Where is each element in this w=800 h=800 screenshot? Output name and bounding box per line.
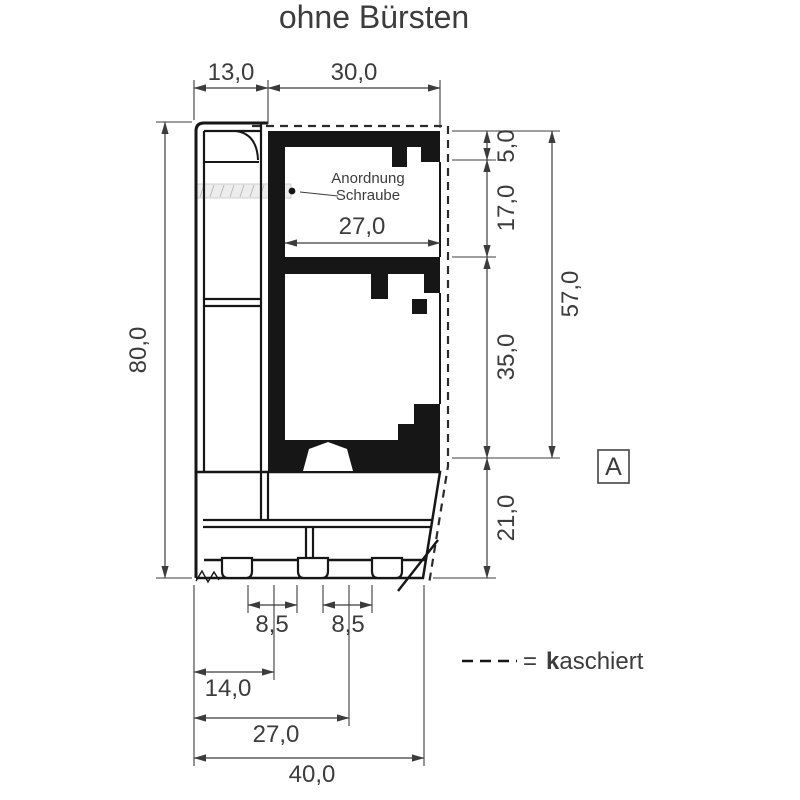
dim-label-21: 21,0 [493,495,520,542]
break-marks [195,539,439,592]
drawing-title: ohne Bürsten [279,0,469,35]
profile-aluminum-black [268,131,441,471]
profile-left-outline [194,121,268,578]
alu-top-bar [285,131,440,167]
section-marker-a: A [597,449,630,484]
annotation-leader-line [299,191,339,197]
left-profile-top-curve [235,130,259,161]
annotation-line-2: Schraube [336,187,400,204]
dim-label-80: 80,0 [125,327,152,374]
dim-label-27-bottom: 27,0 [253,721,300,748]
dim-label-27-inner: 27,0 [339,213,386,240]
dim-label-14: 14,0 [205,675,252,702]
foot-2 [296,556,330,580]
alu-bottom-notch [303,442,353,471]
dimension-labels: 13,0 30,0 80,0 27,0 5,0 17,0 35,0 57,0 2… [125,59,584,788]
legend-label: kaschiert [546,648,644,675]
alu-left-wall [268,131,285,471]
kaschiert-dashed-outline [252,124,450,585]
foot-1 [220,556,254,580]
left-profile-outer-wall [194,121,268,578]
dim-label-17: 17,0 [493,185,520,232]
dimension-lines [161,84,556,762]
alu-mid-step [412,299,427,314]
legend-kaschiert: = kaschiert [462,648,644,675]
annotation-schraube: Anordnung Schraube [299,170,405,204]
legend-label-bold-k: k [546,648,560,675]
legend-equals: = [523,648,537,675]
dim-label-85a: 8,5 [255,611,288,638]
dim-label-35: 35,0 [493,334,520,381]
dim-label-30: 30,0 [331,59,378,86]
dim-label-57: 57,0 [557,271,584,318]
alu-mid-bar [285,257,440,299]
profile-base-section [196,470,442,580]
marker-a-label: A [605,453,622,481]
foot-3 [370,556,404,580]
dim-label-40: 40,0 [289,761,336,788]
zigzag-break-mark [195,569,220,584]
screw-position-dot [288,187,296,195]
dim-label-5: 5,0 [493,129,520,162]
legend-label-rest: aschiert [559,648,643,675]
dim-label-85b: 8,5 [331,611,364,638]
marker-a-box [597,449,630,484]
dim-label-13: 13,0 [208,59,255,86]
annotation-line-1: Anordnung [331,170,404,187]
diagonal-cut-mark [397,539,439,592]
